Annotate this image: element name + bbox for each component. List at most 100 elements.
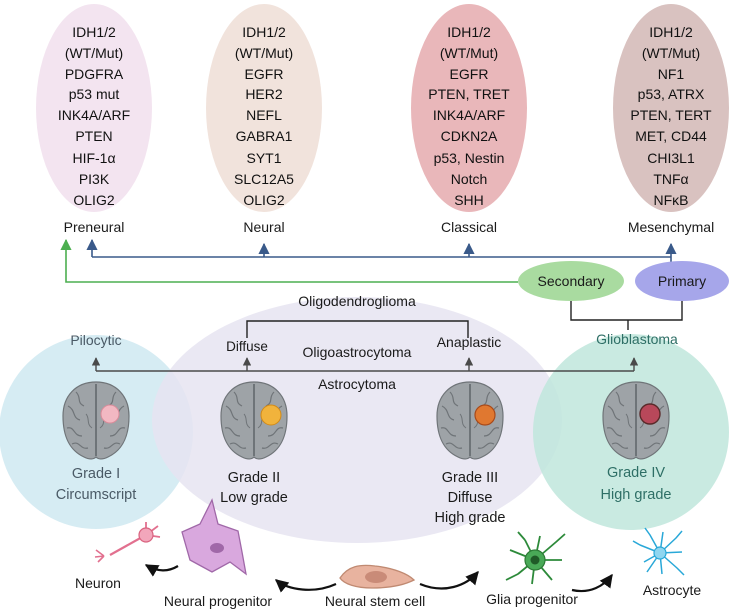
glia-progenitor-nucleus	[530, 555, 540, 565]
subtype-neural: IDH1/2 (WT/Mut) EGFR HER2 NEFL GABRA1 SY…	[206, 4, 322, 235]
grade-iv-label: Grade IV	[607, 465, 665, 481]
preneural-marker: PDGFRA	[65, 66, 124, 82]
classical-marker: CDKN2A	[441, 128, 498, 144]
neuron-axon	[109, 535, 145, 556]
classical-marker: EGFR	[450, 66, 489, 82]
lesion-grade-ii	[260, 404, 282, 426]
preneural-marker: INK4A/ARF	[58, 107, 130, 123]
mesenchymal-marker: IDH1/2	[649, 24, 693, 40]
secondary-primary-bracket	[570, 301, 683, 321]
neural-progenitor-nucleus	[210, 543, 224, 553]
glia-progenitor-processes	[505, 531, 566, 585]
neural-stem-cell-nucleus	[365, 571, 387, 583]
lineage-arrows	[144, 564, 613, 593]
mesenchymal-ellipse	[613, 4, 729, 212]
brain-grade-iii	[436, 381, 504, 460]
astrocyte-cell	[632, 527, 685, 576]
grade-i-label: Grade I	[72, 466, 120, 482]
brain-grade-ii	[220, 381, 288, 460]
mesenchymal-marker: NF1	[658, 66, 685, 82]
preneural-marker: IDH1/2	[72, 24, 116, 40]
subtype-mesenchymal: IDH1/2 (WT/Mut) NF1 p53, ATRX PTEN, TERT…	[613, 4, 729, 235]
lesion-grade-iii	[474, 404, 496, 426]
lesion-grade-i	[100, 404, 120, 424]
mesenchymal-marker: (WT/Mut)	[642, 45, 700, 61]
mesenchymal-marker: NFκB	[654, 192, 689, 208]
grade-iv-description: High grade	[601, 487, 672, 503]
neural-marker: GABRA1	[236, 128, 293, 144]
mesenchymal-marker: p53, ATRX	[638, 86, 705, 102]
neuron-cell	[94, 522, 161, 563]
classical-marker: PTEN, TRET	[428, 86, 510, 102]
grade-ii-description: Low grade	[220, 490, 288, 506]
brain-icon	[602, 381, 670, 460]
arrow-stem-to-glia-progenitor	[419, 570, 479, 590]
preneural-marker: PI3K	[79, 171, 110, 187]
brain-grade-i	[62, 381, 130, 460]
central-grade-ellipse	[152, 297, 562, 543]
arrow-stem-to-neural-progenitor	[274, 579, 337, 593]
subtype-preneural: IDH1/2 (WT/Mut) PDGFRA p53 mut INK4A/ARF…	[36, 4, 152, 235]
neuron-soma	[138, 527, 154, 543]
grade-iii-label: Grade III	[442, 470, 498, 486]
primary-label: Primary	[658, 273, 706, 289]
oligoastrocytoma-label: Oligoastrocytoma	[303, 344, 412, 360]
arrow-glia-to-astrocyte	[571, 573, 613, 593]
secondary-node: Secondary	[518, 261, 624, 301]
mesenchymal-marker: PTEN, TERT	[630, 107, 712, 123]
astrocyte-processes	[632, 527, 685, 576]
neural-marker: OLIG2	[243, 192, 284, 208]
anaplastic-label: Anaplastic	[437, 334, 502, 350]
lesion-grade-iv	[639, 403, 661, 425]
neural-marker: SYT1	[246, 150, 281, 166]
astrocyte-soma	[653, 546, 667, 560]
grade-iii-description: Diffuse	[448, 490, 493, 506]
primary-node: Primary	[635, 261, 729, 301]
classical-ellipse	[411, 4, 527, 212]
classical-marker: SHH	[454, 192, 484, 208]
neural-marker: SLC12A5	[234, 171, 294, 187]
grade-ii-label: Grade II	[228, 470, 280, 486]
secondary-label: Secondary	[538, 273, 605, 289]
astrocytoma-arrows	[91, 357, 639, 372]
pilocytic-label: Pilocytic	[70, 332, 121, 348]
subtype-classical: IDH1/2 (WT/Mut) EGFR PTEN, TRET INK4A/AR…	[411, 4, 527, 235]
neural-label: Neural	[243, 219, 284, 235]
subtype-connectors	[60, 238, 677, 283]
primary-ellipse	[635, 261, 729, 301]
classical-marker: INK4A/ARF	[433, 107, 505, 123]
glia-progenitor-label: Glia progenitor	[486, 591, 578, 607]
astrocyte-label: Astrocyte	[643, 582, 702, 598]
arrow-progenitor-to-neuron	[144, 564, 179, 577]
neuron-dendrites	[94, 549, 105, 563]
preneural-ellipse	[36, 4, 152, 212]
oligodendroglioma-label: Oligodendroglioma	[298, 293, 416, 309]
neural-progenitor-cell	[181, 498, 247, 576]
neuron-label: Neuron	[75, 575, 121, 591]
mesenchymal-marker: CHI3L1	[647, 150, 695, 166]
astrocytoma-label: Astrocytoma	[318, 376, 396, 392]
preneural-marker: p53 mut	[69, 86, 120, 102]
neural-marker: EGFR	[245, 66, 284, 82]
classical-marker: p53, Nestin	[434, 150, 505, 166]
neural-stem-cell-label: Neural stem cell	[325, 593, 425, 609]
neural-marker: IDH1/2	[242, 24, 286, 40]
grade-i-description: Circumscript	[56, 487, 137, 503]
classical-marker: Notch	[451, 171, 488, 187]
classical-label: Classical	[441, 219, 497, 235]
classical-marker: IDH1/2	[447, 24, 491, 40]
preneural-marker: HIF-1α	[72, 150, 115, 166]
glia-progenitor-cell	[505, 531, 566, 585]
brain-icon	[62, 381, 130, 460]
neural-stem-cell	[339, 564, 416, 589]
preneural-marker: (WT/Mut)	[65, 45, 123, 61]
neural-marker: NEFL	[246, 107, 282, 123]
brain-grade-iv	[602, 381, 670, 460]
grade-iii-description-2: High grade	[435, 510, 506, 526]
preneural-marker: OLIG2	[73, 192, 114, 208]
diffuse-label: Diffuse	[226, 339, 268, 354]
preneural-marker: PTEN	[75, 128, 112, 144]
mesenchymal-label: Mesenchymal	[628, 219, 714, 235]
neural-marker: HER2	[245, 86, 283, 102]
